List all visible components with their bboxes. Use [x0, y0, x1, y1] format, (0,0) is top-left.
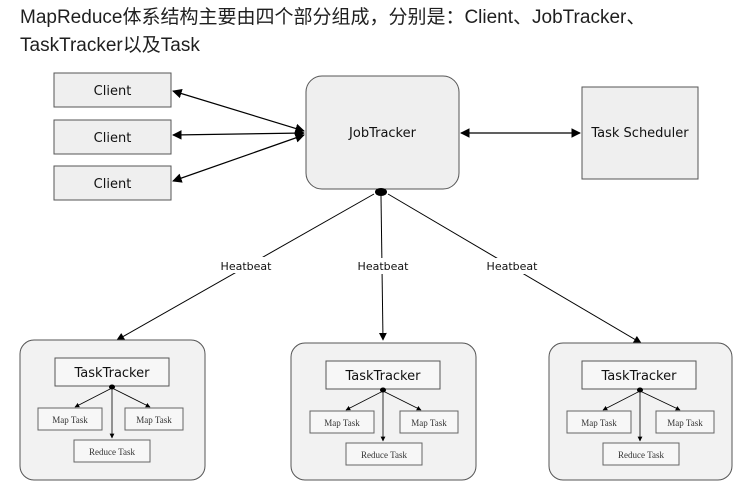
map-task-box-2b — [399, 410, 459, 434]
map-task-label-1a: Map Task — [52, 415, 88, 425]
map-task-label-3a: Map Task — [581, 418, 617, 428]
client-box-2: Client — [53, 119, 172, 155]
reduce-task-box-3 — [602, 442, 680, 466]
intro-line-1: MapReduce体系结构主要由四个部分组成，分别是：Client、JobTra… — [20, 7, 646, 28]
map-task-box-1b — [124, 407, 184, 431]
map-task-box-2a — [309, 410, 375, 434]
heartbeat-label-1: Heatbeat — [221, 260, 273, 273]
intro-line-2: TaskTracker以及Task — [20, 35, 200, 56]
tasktracker-label-1: TaskTracker — [74, 366, 151, 381]
map-task-label-2a: Map Task — [324, 418, 360, 428]
task-scheduler-label: Task Scheduler — [590, 126, 689, 141]
intro-text: MapReduce体系结构主要由四个部分组成，分别是：Client、JobTra… — [20, 4, 735, 60]
heartbeat-label-bg-2 — [357, 258, 409, 274]
map-task-box-1a — [37, 407, 103, 431]
tasktracker-label-2: TaskTracker — [345, 369, 422, 384]
heartbeat-label-2: Heatbeat — [358, 260, 410, 273]
heartbeat-label-bg-3 — [486, 258, 538, 274]
reduce-task-label-1: Reduce Task — [89, 447, 135, 457]
jobtracker-box: JobTracker — [305, 75, 460, 190]
tasktracker-group-3: TaskTracker Map Task Map Task Reduce Tas… — [548, 342, 733, 481]
tasktracker-group-2: TaskTracker Map Task Map Task Reduce Tas… — [290, 342, 477, 481]
heartbeat-hub — [375, 188, 387, 196]
arrow-client3-jobtracker — [172, 133, 305, 183]
map-task-label-3b: Map Task — [667, 418, 703, 428]
tasktracker-box-3 — [581, 360, 697, 390]
reduce-task-label-3: Reduce Task — [618, 450, 664, 460]
heartbeat-label-3: Heatbeat — [487, 260, 539, 273]
map-task-label-1b: Map Task — [136, 415, 172, 425]
tasktracker-label-3: TaskTracker — [601, 369, 678, 384]
tasktracker-group-1: TaskTracker Map Task Map Task Reduce Tas… — [19, 339, 206, 481]
arrow-client1-jobtracker — [172, 88, 305, 134]
jobtracker-label: JobTracker — [348, 126, 417, 141]
map-task-box-3b — [655, 410, 715, 434]
client-label-3: Client — [94, 177, 132, 192]
reduce-task-label-2: Reduce Task — [361, 450, 407, 460]
client-label-1: Client — [94, 84, 132, 99]
heartbeat-label-bg-1 — [220, 257, 272, 273]
reduce-task-box-1 — [73, 439, 151, 463]
client-label-2: Client — [94, 131, 132, 146]
map-task-box-3a — [566, 410, 632, 434]
arrow-client2-jobtracker — [172, 128, 305, 140]
map-task-label-2b: Map Task — [411, 418, 447, 428]
task-scheduler-box: Task Scheduler — [581, 86, 699, 180]
reduce-task-box-2 — [345, 442, 423, 466]
client-box-3: Client — [53, 165, 172, 201]
tasktracker-box-1 — [54, 357, 170, 387]
client-box-1: Client — [53, 72, 172, 108]
tasktracker-box-2 — [325, 360, 441, 390]
